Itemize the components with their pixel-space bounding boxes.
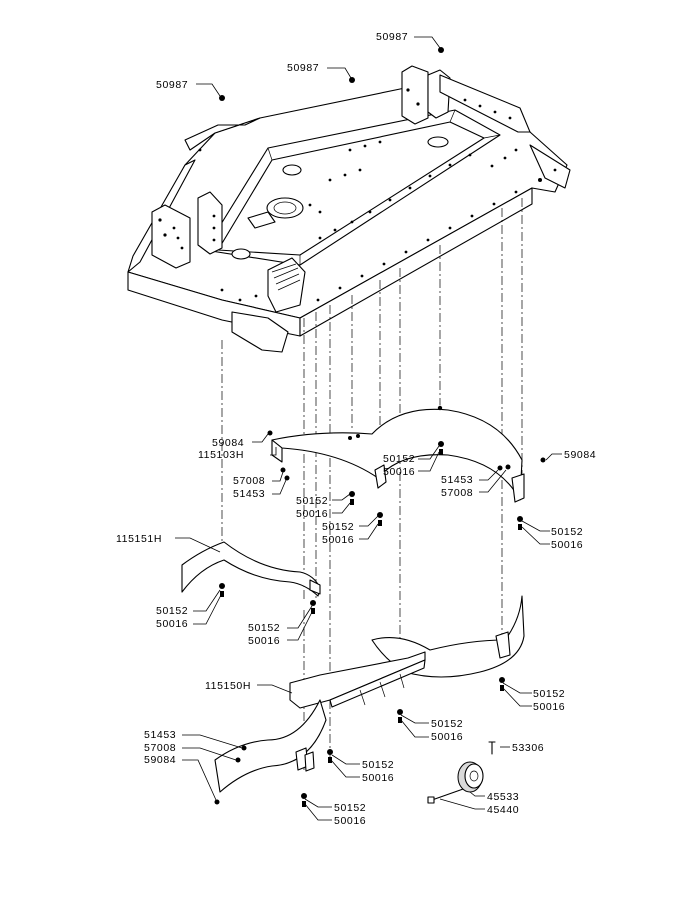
part-label-115151H: 115151H <box>116 533 162 545</box>
part-label-50152: 50152 <box>362 759 394 771</box>
part-label-50152: 50152 <box>248 622 280 634</box>
part-label-57008: 57008 <box>441 487 473 499</box>
baffle-115151H <box>181 541 321 597</box>
part-label-50152: 50152 <box>383 453 415 465</box>
part-label-50016: 50016 <box>383 466 415 478</box>
part-labels: 50987 50987 50987 59084 115103H 57008 51… <box>116 31 596 827</box>
part-label-50016: 50016 <box>431 731 463 743</box>
part-label-50152: 50152 <box>551 526 583 538</box>
baffle-115103H <box>271 405 525 503</box>
part-label-50152: 50152 <box>296 495 328 507</box>
bolt-53306 <box>488 741 496 755</box>
baffle-115150H <box>214 651 426 793</box>
part-label-50016: 50016 <box>296 508 328 520</box>
part-label-51453: 51453 <box>233 488 265 500</box>
part-label-50987: 50987 <box>287 62 319 74</box>
part-label-50152: 50152 <box>431 718 463 730</box>
part-label-53306: 53306 <box>512 742 544 754</box>
part-label-50016: 50016 <box>156 618 188 630</box>
part-label-50152: 50152 <box>156 605 188 617</box>
part-label-45533: 45533 <box>487 791 519 803</box>
part-label-59084: 59084 <box>564 449 596 461</box>
part-label-50152: 50152 <box>322 521 354 533</box>
part-label-59084: 59084 <box>212 437 244 449</box>
part-label-51453: 51453 <box>144 729 176 741</box>
hardware-fasteners <box>214 47 546 807</box>
part-label-115103H: 115103H <box>198 449 244 461</box>
part-label-59084: 59084 <box>144 754 176 766</box>
part-label-50016: 50016 <box>334 815 366 827</box>
part-label-50016: 50016 <box>551 539 583 551</box>
part-label-45440: 45440 <box>487 804 519 816</box>
part-label-50987: 50987 <box>376 31 408 43</box>
part-label-115150H: 115150H <box>205 680 251 692</box>
deck-holes <box>158 88 557 302</box>
leader-lines <box>175 36 562 821</box>
part-label-50016: 50016 <box>533 701 565 713</box>
part-label-50152: 50152 <box>334 802 366 814</box>
mower-deck-housing <box>127 65 571 353</box>
part-label-50016: 50016 <box>248 635 280 647</box>
part-label-50016: 50016 <box>362 772 394 784</box>
part-label-57008: 57008 <box>233 475 265 487</box>
part-label-57008: 57008 <box>144 742 176 754</box>
part-label-51453: 51453 <box>441 474 473 486</box>
part-label-50016: 50016 <box>322 534 354 546</box>
part-label-50987: 50987 <box>156 79 188 91</box>
roller-45533 <box>427 761 484 804</box>
part-label-50152: 50152 <box>533 688 565 700</box>
